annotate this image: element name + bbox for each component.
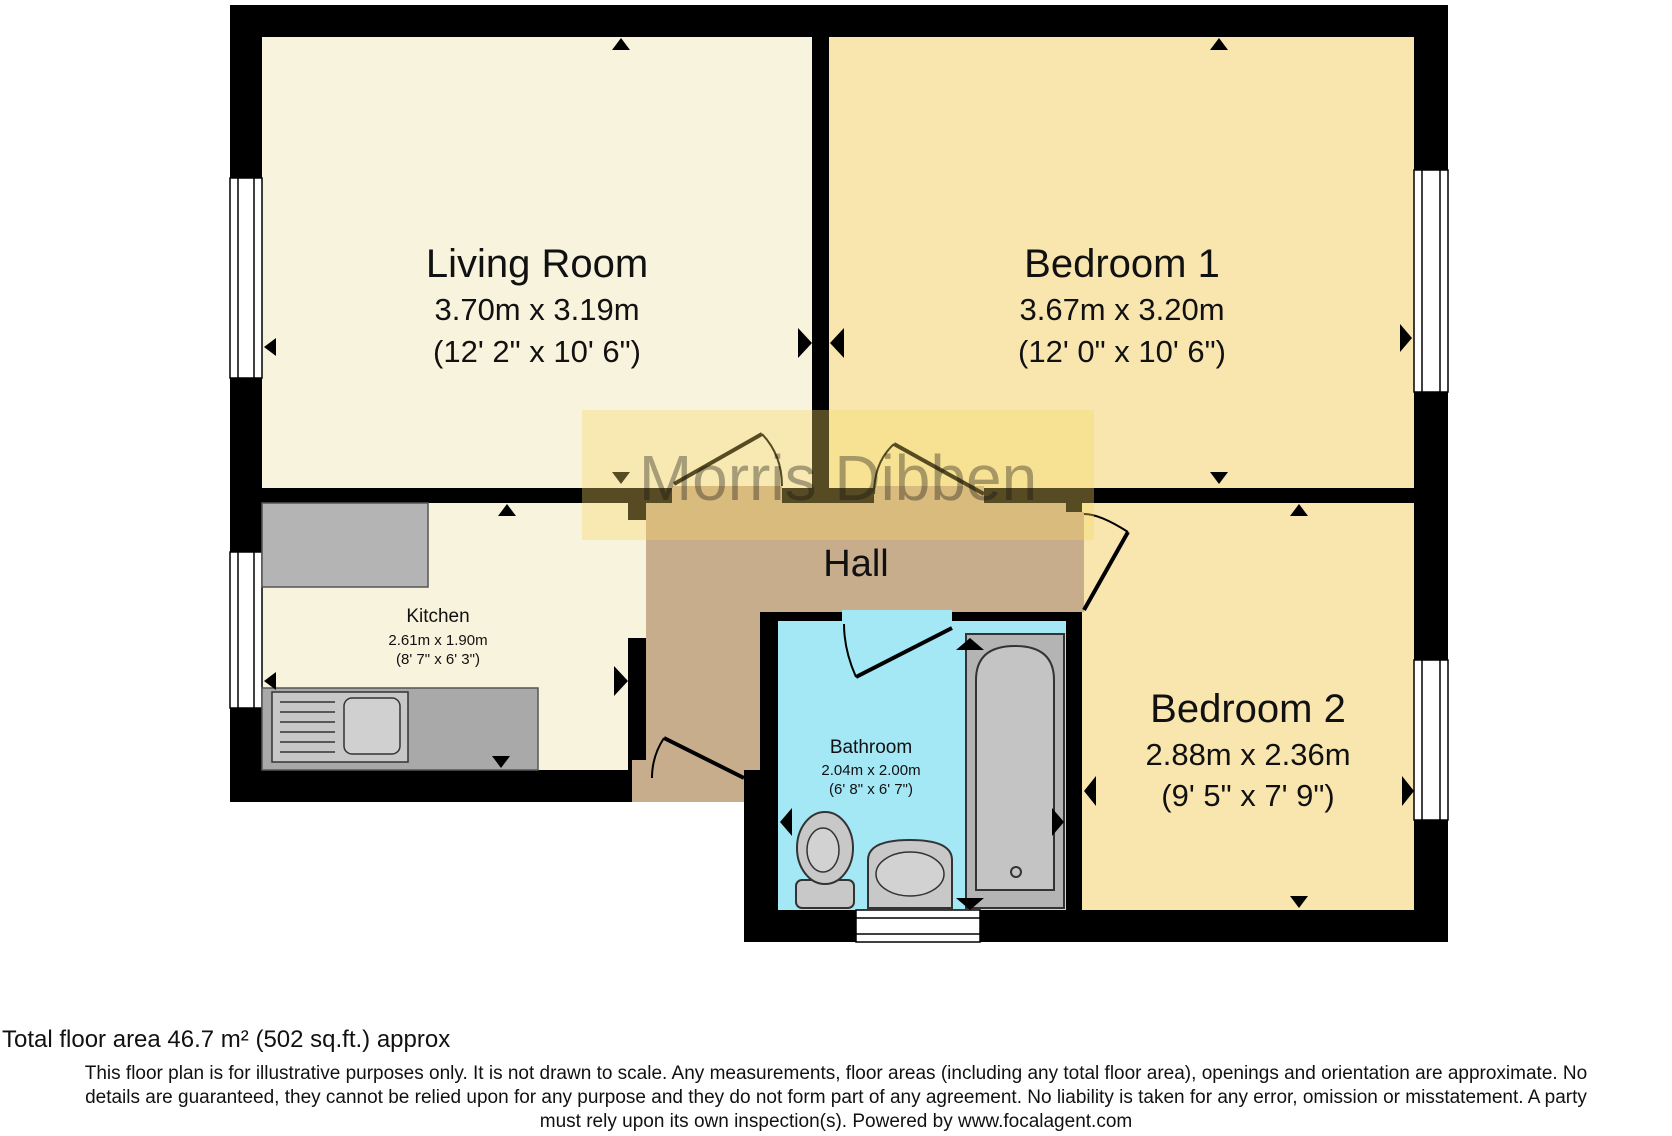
bathroom-fixtures (795, 633, 1065, 909)
basin-icon (867, 838, 953, 909)
kitchen-fixtures (261, 502, 539, 771)
bedroom-2-label: Bedroom 2 2.88m x 2.36m (9' 5" x 7' 9") (1145, 687, 1350, 813)
bathroom-name: Bathroom (830, 737, 912, 758)
bedroom-1-label: Bedroom 1 3.67m x 3.20m (12' 0" x 10' 6"… (1018, 242, 1226, 369)
kitchen-label: Kitchen 2.61m x 1.90m (8' 7" x 6' 3") (388, 606, 487, 668)
living-room-metric: 3.70m x 3.19m (434, 292, 639, 327)
bedroom-2-metric: 2.88m x 2.36m (1145, 737, 1350, 772)
dimension-markers (264, 38, 1414, 910)
disclaimer-line-2: details are guaranteed, they cannot be r… (85, 1087, 1587, 1108)
bedroom-1-imperial: (12' 0" x 10' 6") (1018, 334, 1226, 369)
watermark: Morris Dibben (639, 442, 1037, 514)
bedroom-1-floor (829, 37, 1414, 488)
hall-floor (646, 503, 1066, 770)
door-swings (651, 432, 1130, 780)
disclaimer-line-1: This floor plan is for illustrative purp… (84, 1063, 1588, 1084)
disclaimer-line-3: must rely upon its own inspection(s). Po… (539, 1111, 1133, 1132)
bathroom-label: Bathroom 2.04m x 2.00m (6' 8" x 6' 7") (821, 737, 920, 798)
kitchen-imperial: (8' 7" x 6' 3") (396, 651, 480, 668)
watermark-box (582, 410, 1094, 540)
kitchen-name: Kitchen (406, 606, 469, 627)
floor-plan: Morris Dibben Living Room 3.70m x 3.19m … (229, 5, 1449, 943)
living-room-imperial: (12' 2" x 10' 6") (433, 334, 641, 369)
kitchen-metric: 2.61m x 1.90m (388, 632, 487, 649)
bedroom-2-imperial: (9' 5" x 7' 9") (1161, 778, 1334, 813)
bathroom-imperial: (6' 8" x 6' 7") (829, 781, 913, 798)
bedroom-2-floor (1082, 503, 1414, 910)
door-openings (628, 486, 1084, 802)
bedroom-2-name: Bedroom 2 (1150, 687, 1346, 731)
worktop (261, 502, 429, 588)
hall-name: Hall (823, 543, 888, 585)
bedroom-1-metric: 3.67m x 3.20m (1019, 292, 1224, 327)
living-room-floor (262, 37, 812, 488)
bedroom-1-name: Bedroom 1 (1024, 242, 1220, 286)
windows (229, 169, 1449, 943)
bathroom-metric: 2.04m x 2.00m (821, 762, 920, 779)
drainer-icon (280, 701, 335, 753)
living-room-label: Living Room 3.70m x 3.19m (12' 2" x 10' … (426, 242, 648, 369)
living-room-name: Living Room (426, 242, 648, 286)
total-floor-area: Total floor area 46.7 m² (502 sq.ft.) ap… (2, 1026, 451, 1053)
disclaimer: This floor plan is for illustrative purp… (2, 1062, 1670, 1134)
toilet-icon (795, 811, 855, 909)
